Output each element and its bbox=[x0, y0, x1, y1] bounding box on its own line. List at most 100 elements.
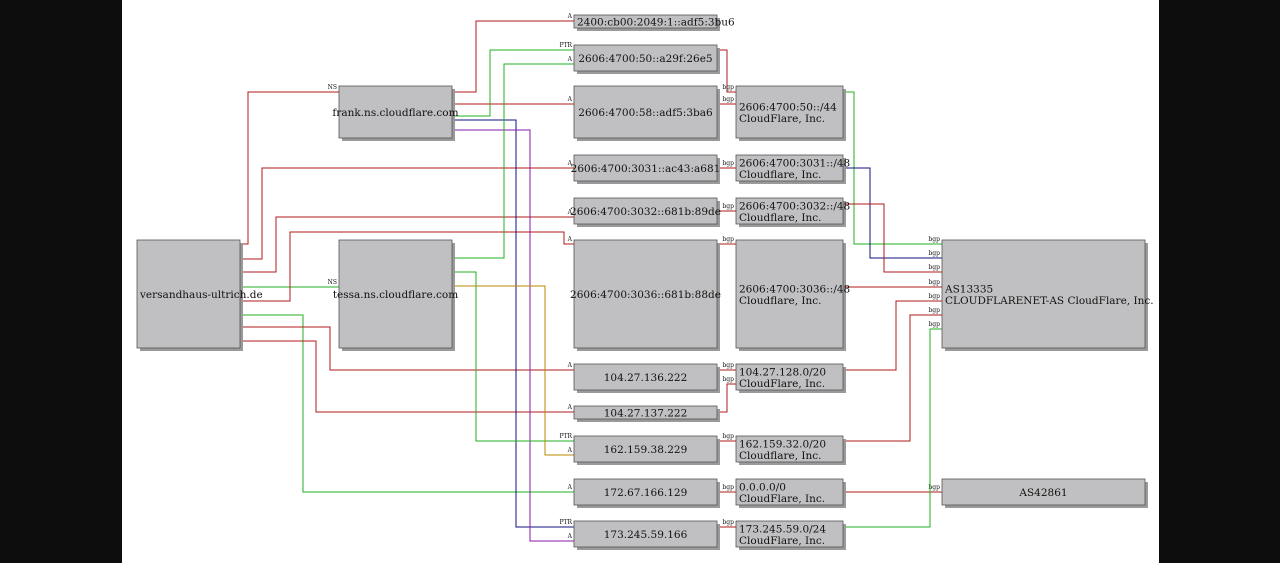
node-ip6-3ba6[interactable]: 2606:4700:58::adf5:3ba6 bbox=[573, 85, 720, 141]
edge-label: A bbox=[567, 209, 573, 216]
node-label: 2606:4700:3032::681b:89de bbox=[570, 206, 721, 218]
node-label: versandhaus-ultrich.de bbox=[139, 289, 263, 301]
edge-e-162-net: bgp bbox=[717, 433, 736, 442]
node-box bbox=[573, 478, 718, 506]
edge-e-t-162: PTR bbox=[452, 271, 574, 442]
edge-label: PTR bbox=[559, 42, 572, 49]
node-ip4-162[interactable]: 162.159.38.229 bbox=[573, 435, 720, 465]
node-ip6-89de[interactable]: 2606:4700:3032::681b:89de bbox=[570, 197, 721, 227]
edge-label: A bbox=[567, 404, 573, 411]
node-label: frank.ns.cloudflare.com bbox=[332, 107, 458, 119]
edge-e-f-173b: A bbox=[452, 129, 574, 542]
node-label: AS13335 bbox=[944, 283, 993, 295]
node-box bbox=[573, 44, 718, 72]
edge-label: A bbox=[567, 533, 573, 540]
edge-label: bgp bbox=[928, 307, 940, 314]
node-label: 2400:cb00:2049:1::adf5:3bu6 bbox=[577, 17, 735, 29]
node-ip6-29f[interactable]: 2606:4700:50::a29f:26e5 bbox=[573, 44, 720, 74]
node-label: 2606:4700:3032::/48 bbox=[739, 200, 850, 212]
edge-line bbox=[240, 314, 574, 493]
edge-line bbox=[452, 49, 574, 117]
node-box bbox=[573, 520, 718, 548]
node-ip6-88de[interactable]: 2606:4700:3036::681b:88de bbox=[570, 239, 721, 351]
node-versandhaus[interactable]: versandhaus-ultrich.de bbox=[136, 239, 263, 351]
edge-label: bgp bbox=[722, 96, 734, 103]
node-ip4-172[interactable]: 172.67.166.129 bbox=[573, 478, 720, 508]
node-label: 104.27.137.222 bbox=[604, 408, 688, 420]
edge-label: A bbox=[567, 160, 573, 167]
node-box bbox=[338, 239, 453, 349]
edge-e-t-162b: A bbox=[452, 285, 574, 456]
edge-label: A bbox=[567, 447, 573, 454]
node-label: CloudFlare, Inc. bbox=[739, 493, 825, 505]
edge-line bbox=[843, 314, 942, 442]
node-label: 173.245.59.0/24 bbox=[739, 523, 826, 535]
edge-label: PTR bbox=[559, 433, 572, 440]
node-box bbox=[735, 154, 844, 182]
node-label: CloudFlare, Inc. bbox=[739, 535, 825, 547]
node-label: 172.67.166.129 bbox=[604, 487, 688, 499]
edge-label: bgp bbox=[928, 236, 940, 243]
edge-e-n3031-as: bgp bbox=[843, 167, 942, 259]
edge-e-89de-net: bgp bbox=[717, 203, 736, 212]
node-label: 2606:4700:50::a29f:26e5 bbox=[578, 53, 712, 65]
edge-label: bgp bbox=[722, 362, 734, 369]
node-box bbox=[573, 14, 718, 29]
node-label: CloudFlare, Inc. bbox=[739, 113, 825, 125]
node-layer: versandhaus-ultrich.de frank.ns.cloudflar… bbox=[136, 14, 1154, 550]
edge-label: bgp bbox=[722, 376, 734, 383]
edge-label: A bbox=[567, 13, 573, 20]
node-box bbox=[573, 363, 718, 391]
node-as42861[interactable]: AS42861 bbox=[941, 478, 1148, 508]
node-label: 2606:4700:58::adf5:3ba6 bbox=[578, 107, 713, 119]
node-ip4-173[interactable]: 173.245.59.166 bbox=[573, 520, 720, 550]
node-label: 2606:4700:3031::/48 bbox=[739, 157, 850, 169]
node-label: tessa.ns.cloudflare.com bbox=[333, 289, 458, 301]
node-box bbox=[573, 405, 718, 420]
node-tessa[interactable]: tessa.ns.cloudflare.com bbox=[333, 239, 458, 351]
node-box bbox=[735, 85, 844, 139]
node-label: CloudFlare, Inc. bbox=[739, 378, 825, 390]
edge-line bbox=[452, 129, 574, 542]
edge-e-173-net: bgp bbox=[717, 519, 736, 528]
edge-label: bgp bbox=[722, 433, 734, 440]
edge-e-v-89de: A bbox=[240, 209, 574, 273]
edge-line bbox=[240, 231, 574, 302]
edge-e-29f-net: bgp bbox=[717, 49, 736, 93]
node-ip6-bu6[interactable]: 2400:cb00:2049:1::adf5:3bu6 bbox=[573, 14, 735, 31]
node-box bbox=[338, 85, 453, 139]
node-label: 104.27.136.222 bbox=[604, 372, 688, 384]
edge-e-f-173: PTR bbox=[452, 119, 574, 528]
node-frank[interactable]: frank.ns.cloudflare.com bbox=[332, 85, 459, 141]
node-box bbox=[573, 85, 718, 139]
edge-label: A bbox=[567, 236, 573, 243]
edge-line bbox=[452, 20, 574, 93]
node-label: 173.245.59.166 bbox=[604, 529, 688, 541]
node-ip6-a681[interactable]: 2606:4700:3031::ac43:a681 bbox=[571, 154, 721, 184]
edge-label: A bbox=[567, 362, 573, 369]
node-label: 104.27.128.0/20 bbox=[739, 366, 826, 378]
edge-label: bgp bbox=[722, 236, 734, 243]
node-ip4-136[interactable]: 104.27.136.222 bbox=[573, 363, 720, 393]
edge-e-172-net: bgp bbox=[717, 484, 736, 493]
node-label: AS42861 bbox=[1018, 487, 1067, 499]
node-label: 0.0.0.0/0 bbox=[739, 481, 786, 493]
edge-e-v-a681: A bbox=[240, 160, 574, 260]
node-label: 2606:4700:3036::681b:88de bbox=[570, 289, 721, 301]
edge-line bbox=[452, 63, 574, 259]
node-ip4-137[interactable]: 104.27.137.222 bbox=[573, 405, 720, 422]
edge-label: A bbox=[567, 96, 573, 103]
edge-e-n162-as: bgp bbox=[843, 307, 942, 442]
edge-label: A bbox=[567, 484, 573, 491]
node-label: 2606:4700:3036::/48 bbox=[739, 283, 850, 295]
edge-label: bgp bbox=[722, 519, 734, 526]
